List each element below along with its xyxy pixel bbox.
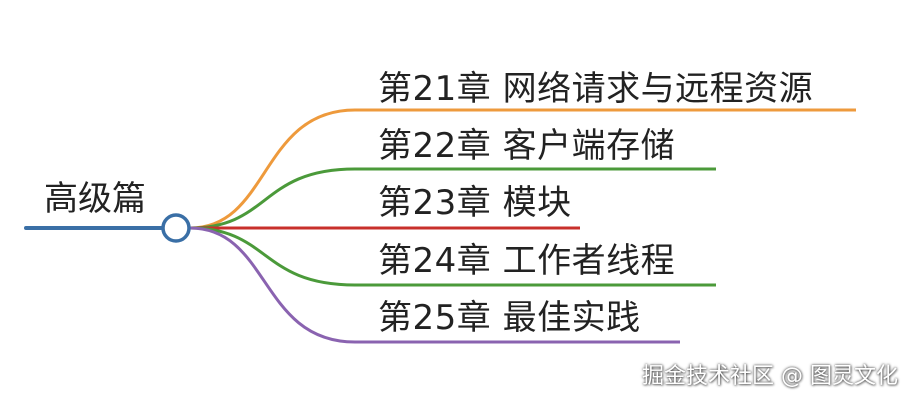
branch-label-chapter-22[interactable]: 第22章 客户端存储 <box>378 126 676 166</box>
branch-connector-22 <box>189 167 716 230</box>
branch-label-chapter-23[interactable]: 第23章 模块 <box>378 183 572 223</box>
branch-connector-21 <box>189 108 856 230</box>
branch-label-chapter-24[interactable]: 第24章 工作者线程 <box>378 241 676 281</box>
branch-connector-24 <box>189 226 716 287</box>
watermark-text: 掘金技术社区 @ 图灵文化 <box>642 364 898 389</box>
root-topic-label: 高级篇 <box>44 179 146 219</box>
root-node-circle[interactable] <box>161 213 191 243</box>
branch-label-chapter-21[interactable]: 第21章 网络请求与远程资源 <box>378 69 814 109</box>
branch-label-chapter-25[interactable]: 第25章 最佳实践 <box>378 298 641 338</box>
branch-connector-25 <box>189 226 680 344</box>
